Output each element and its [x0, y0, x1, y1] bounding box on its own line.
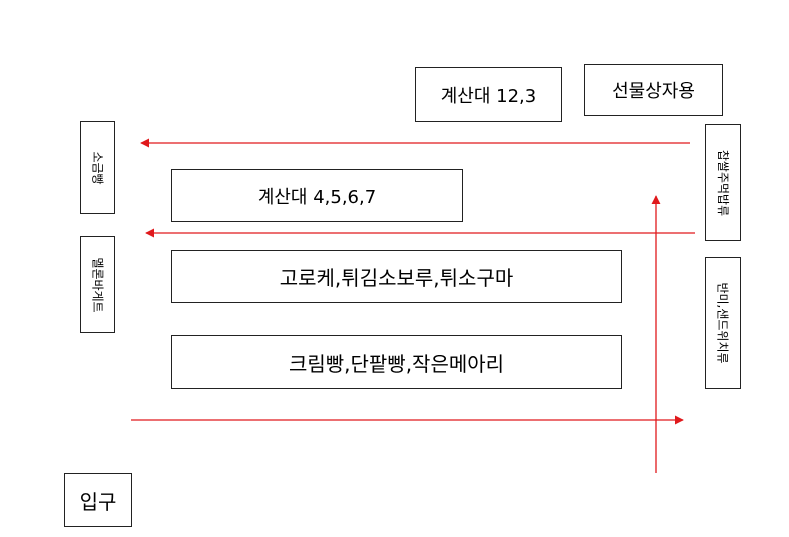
entrance-label: 입구	[79, 489, 117, 514]
shelf-croquette-box: 고로케,튀김소보루,튀소구마	[171, 250, 622, 303]
counter-12-3-box: 계산대 12,3	[415, 67, 562, 122]
shelf-croquette-label: 고로케,튀김소보루,튀소구마	[279, 266, 514, 290]
left-mid-shelf-label: 멜론바게트	[90, 256, 105, 313]
right-top-shelf-label: 찹쌀주먹밥류	[716, 149, 730, 216]
left-mid-shelf-box: 멜론바게트	[80, 236, 115, 333]
right-mid-shelf-label: 반미,샌드위치류	[716, 282, 731, 364]
left-top-shelf-label: 소금빵	[90, 150, 105, 185]
shelf-cream-box: 크림빵,단팥빵,작은메아리	[171, 335, 622, 389]
counter-12-3-label: 계산대 12,3	[440, 85, 537, 107]
gift-set-label: 선물상자용	[612, 81, 695, 102]
right-top-shelf-box: 찹쌀주먹밥류	[705, 124, 741, 241]
counter-4567-box: 계산대 4,5,6,7	[171, 169, 463, 222]
gift-set-box: 선물상자용	[584, 64, 723, 116]
counter-4567-label: 계산대 4,5,6,7	[257, 186, 377, 208]
shelf-cream-label: 크림빵,단팥빵,작은메아리	[288, 351, 505, 376]
entrance-box: 입구	[64, 473, 132, 527]
left-top-shelf-box: 소금빵	[80, 121, 115, 214]
right-mid-shelf-box: 반미,샌드위치류	[705, 257, 741, 389]
